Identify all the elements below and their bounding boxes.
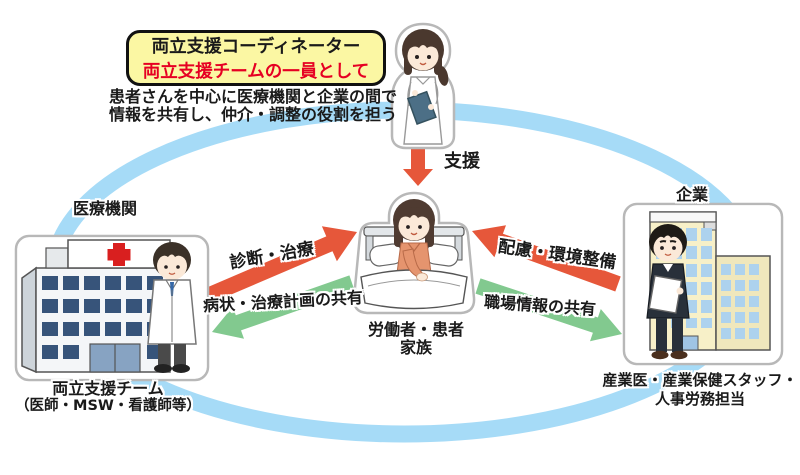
company-caption-line2: 人事労務担当 xyxy=(654,390,745,408)
medical-node-title: 医療機関 xyxy=(72,199,137,218)
patient-face xyxy=(398,211,430,241)
support-arrow xyxy=(403,148,433,186)
doctor-eye xyxy=(176,265,180,269)
businessman-face xyxy=(653,234,683,262)
businessman-figure xyxy=(646,224,690,360)
doctor-eye xyxy=(164,265,168,269)
patient-bangs xyxy=(398,207,430,221)
description-line1: 患者さんを中心に医療機関と企業の間で xyxy=(108,87,397,106)
office-windows-short xyxy=(721,264,759,339)
diagnosis-treatment-arrow xyxy=(201,226,357,305)
company-node-title: 企業 xyxy=(675,185,708,204)
businessman-brow xyxy=(659,240,667,243)
businessman-brow xyxy=(669,240,677,243)
patient-caption-line2: 家族 xyxy=(399,338,432,357)
businessman-shoe xyxy=(651,350,669,360)
patient-mouth xyxy=(410,232,418,236)
businessman-bangs xyxy=(654,229,682,243)
condition-plan-share-arrow xyxy=(212,275,355,339)
nurse-mouth xyxy=(419,62,427,66)
businessman-leg xyxy=(656,318,667,352)
nurse-arm xyxy=(407,81,412,107)
doctor-face xyxy=(157,252,187,280)
medical-hospital-icon xyxy=(14,234,210,382)
blanket-fold xyxy=(367,279,461,287)
businessman-mouth xyxy=(664,253,672,256)
businessman-eye xyxy=(660,246,664,250)
support-arrow-label: 支援 xyxy=(444,151,480,172)
patient-eye xyxy=(406,225,410,229)
title-line1: 両立支援コーディネーター xyxy=(151,37,361,57)
bed-blanket xyxy=(360,269,468,310)
doctor-leg xyxy=(174,344,186,366)
office-tower-roof xyxy=(649,211,717,223)
nurse-eye xyxy=(415,55,419,59)
businessman-shoe xyxy=(670,350,688,360)
hospital-windows xyxy=(42,276,163,338)
businessman-leg xyxy=(672,318,683,352)
nurse-bangs xyxy=(407,37,439,51)
doctor-shoe xyxy=(154,364,172,373)
doctor-tie xyxy=(170,282,174,296)
title-line2: 両立支援チームの一員として xyxy=(142,62,370,82)
arrows-layer xyxy=(201,148,622,342)
patient-eye xyxy=(418,225,422,229)
company-caption-line1: 産業医・産業保健スタッフ・ xyxy=(602,371,798,389)
nurse-arm xyxy=(434,81,439,105)
businessman-shirt xyxy=(663,264,673,272)
hospital-roof-box xyxy=(45,247,69,269)
company-office-icon xyxy=(622,202,784,366)
coordinator-nurse-icon xyxy=(390,22,456,150)
doctor-bangs xyxy=(157,247,187,261)
workplace-info-share-arrow xyxy=(475,278,622,342)
patient-hand xyxy=(416,272,428,282)
document-icon xyxy=(648,275,683,314)
nurse-ponytail xyxy=(437,66,449,86)
patient-in-bed-icon xyxy=(352,191,476,315)
patient-caption-line1: 労働者・患者 xyxy=(367,320,464,339)
medical-caption-line2: （医師・MSW・看護師等） xyxy=(15,398,201,414)
patient-collar xyxy=(407,242,421,252)
red-cross-icon xyxy=(107,243,131,266)
medical-caption-line1: 両立支援チーム xyxy=(52,379,164,398)
doctor-mouth xyxy=(168,272,176,275)
businessman-eye xyxy=(672,246,676,250)
doctor-leg xyxy=(158,344,170,366)
nurse-hand xyxy=(428,104,434,110)
nurse-collar xyxy=(415,76,431,85)
nurse-face xyxy=(407,41,439,71)
consideration-environment-arrow xyxy=(472,225,621,292)
coordinator-description: 患者さんを中心に医療機関と企業の間で 情報を共有し、仲介・調整の役割を担う xyxy=(98,88,408,124)
businessman-hand xyxy=(676,287,684,295)
doctor-shoe xyxy=(172,364,190,373)
coordinator-title-box: 両立支援コーディネーター 両立支援チームの一員として xyxy=(126,30,386,86)
nurse-eye xyxy=(427,55,431,59)
nurse-hand xyxy=(412,90,418,96)
doctor-figure xyxy=(147,242,197,373)
description-line2: 情報を共有し、仲介・調整の役割を担う xyxy=(108,104,397,124)
hospital-side-wall xyxy=(21,266,37,374)
